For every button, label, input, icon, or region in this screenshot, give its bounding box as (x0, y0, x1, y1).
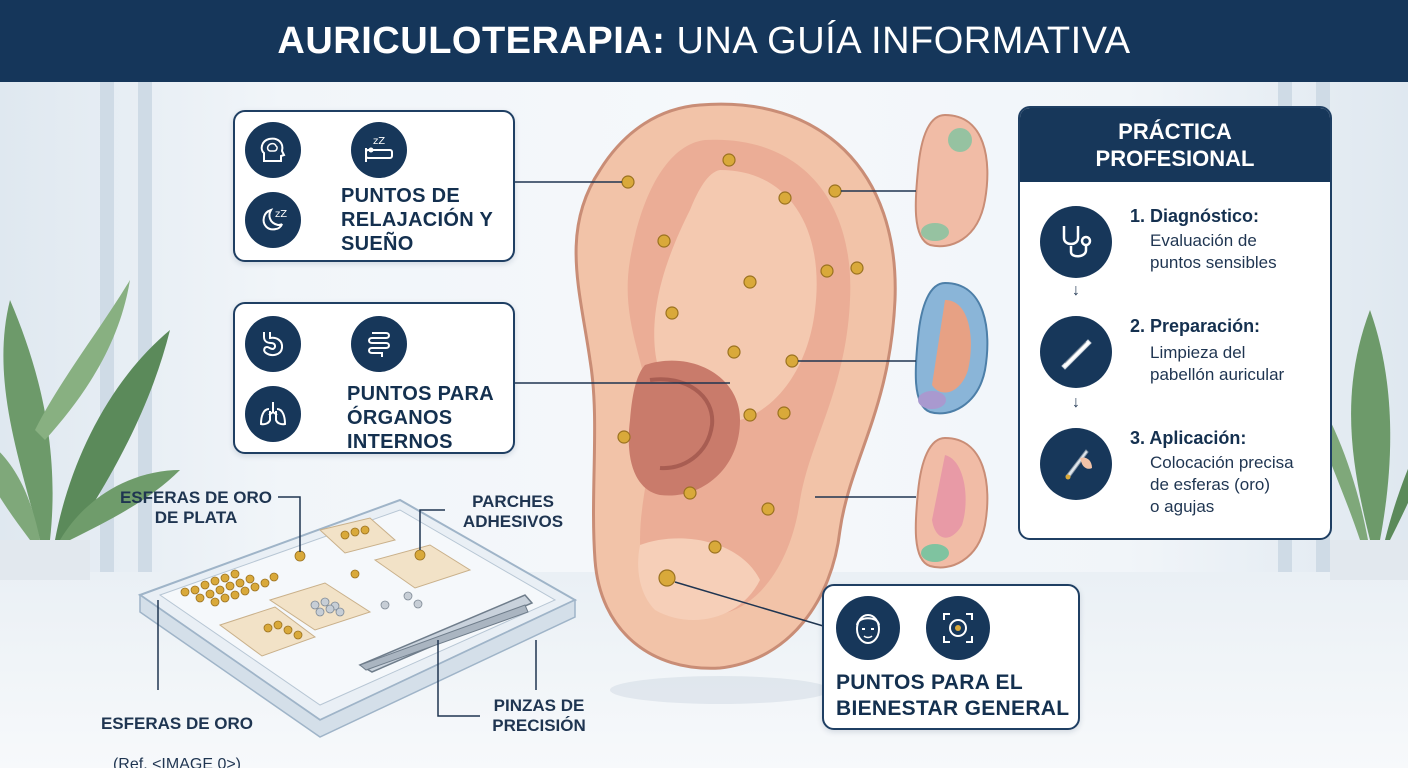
arrow-down-icon: ↓ (1072, 394, 1080, 411)
internal-organs-label: PUNTOS PARA ÓRGANOS INTERNOS (347, 383, 495, 453)
ear-map-diagram-2 (914, 281, 989, 415)
gold-spheres-ref: (Ref. <IMAGE 0>) (112, 756, 242, 768)
connector-lines (515, 181, 916, 629)
window-frame (138, 82, 152, 572)
svg-text:zZ: zZ (275, 209, 287, 220)
moon-sleep-icon: zZ (245, 192, 301, 248)
ear-map-diagram-3 (914, 436, 989, 569)
practice-title-line2: PROFESIONAL (1095, 146, 1255, 171)
practice-title-line1: PRÁCTICA (1118, 119, 1232, 144)
step-1-title: 1. Diagnóstico: (1130, 206, 1260, 226)
arrow-down-icon: ↓ (1072, 282, 1080, 299)
professional-practice-panel: PRÁCTICA PROFESIONAL 1. Diagnóstico: Eva… (1018, 106, 1332, 540)
sleep-bed-icon: zZ (351, 122, 407, 178)
svg-text:zZ: zZ (373, 136, 385, 147)
general-wellbeing-label: PUNTOS PARA EL BIENESTAR GENERAL (836, 671, 1070, 720)
tray-label-lines (157, 496, 537, 717)
ear-illustration (574, 102, 897, 704)
swab-icon (1040, 316, 1112, 388)
lungs-icon (245, 386, 301, 442)
step-1-desc: Evaluación de puntos sensibles (1150, 231, 1277, 272)
step-2-desc: Limpieza del pabellón auricular (1150, 343, 1285, 384)
step-3-desc: Colocación precisa de esferas (oro) o ag… (1150, 453, 1294, 516)
step-3-title: 3. Aplicación: (1130, 428, 1247, 448)
stomach-icon (245, 316, 301, 372)
relaxation-sleep-label: PUNTOS DE RELAJACIÓN Y SUEÑO (341, 185, 494, 255)
precision-tweezers-label: PINZAS DE PRECISIÓN (492, 696, 586, 735)
silver-spheres-label: ESFERAS DE ORO DE PLATA (119, 488, 273, 527)
focus-target-icon (926, 596, 990, 660)
plant-left-illustration (0, 280, 180, 580)
ear-map-diagram-1 (914, 113, 989, 248)
title-light: UNA GUÍA INFORMATIVA (665, 19, 1131, 62)
step-2-title: 2. Preparación: (1130, 316, 1261, 336)
stethoscope-icon (1040, 206, 1112, 278)
adhesive-patches-label: PARCHES ADHESIVOS (462, 492, 564, 531)
page-header: AURICULOTERAPIA: UNA GUÍA INFORMATIVA (0, 0, 1408, 82)
head-mind-icon (245, 122, 301, 178)
general-wellbeing-card: PUNTOS PARA EL BIENESTAR GENERAL (822, 584, 1080, 730)
tweezers-hand-icon (1040, 428, 1112, 500)
title-bold: AURICULOTERAPIA: (277, 19, 666, 62)
tray-illustration (137, 498, 578, 738)
gold-spheres-label: ESFERAS DE ORO (Ref. <IMAGE 0>) (92, 694, 262, 768)
relaxation-sleep-card: zZ zZ PUNTOS DE RELAJACIÓN Y SUEÑO (233, 110, 515, 262)
page-title: AURICULOTERAPIA: UNA GUÍA INFORMATIVA (277, 20, 1130, 63)
gold-spheres-title: ESFERAS DE ORO (100, 714, 254, 733)
internal-organs-card: PUNTOS PARA ÓRGANOS INTERNOS (233, 302, 515, 454)
practice-header: PRÁCTICA PROFESIONAL (1020, 108, 1330, 182)
intestine-icon (351, 316, 407, 372)
face-icon (836, 596, 900, 660)
